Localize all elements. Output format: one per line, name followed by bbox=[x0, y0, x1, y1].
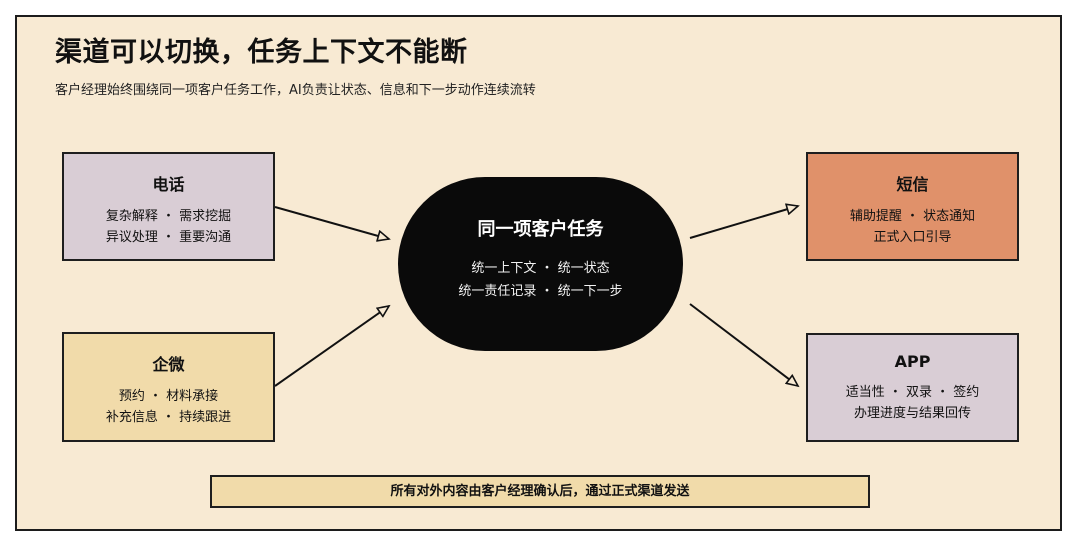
channel-title-phone: 电话 bbox=[152, 175, 185, 194]
arrow-center-to-app bbox=[689, 303, 798, 386]
channel-line-app-1: 适当性 ・ 双录 ・ 签约 bbox=[845, 385, 980, 400]
channel-line-sms-2: 正式入口引导 bbox=[873, 230, 952, 245]
page-subtitle: 客户经理始终围绕同一项客户任务工作，AI负责让状态、信息和下一步动作连续流转 bbox=[55, 83, 536, 98]
channel-line-phone-1: 复杂解释 ・ 需求挖掘 bbox=[105, 209, 232, 224]
channel-title-wecom: 企微 bbox=[152, 355, 185, 374]
page-title: 渠道可以切换，任务上下文不能断 bbox=[55, 37, 468, 68]
channel-line-wecom-2: 补充信息 ・ 持续跟进 bbox=[105, 410, 232, 425]
arrow-center-to-sms bbox=[689, 206, 798, 239]
channel-box-app: APP 适当性 ・ 双录 ・ 签约 办理进度与结果回传 bbox=[806, 333, 1019, 442]
footer-note: 所有对外内容由客户经理确认后，通过正式渠道发送 bbox=[210, 475, 870, 508]
channel-line-wecom-1: 预约 ・ 材料承接 bbox=[118, 389, 219, 404]
arrow-wecom-to-center bbox=[274, 306, 389, 387]
channel-title-sms: 短信 bbox=[896, 175, 929, 194]
center-title: 同一项客户任务 bbox=[477, 219, 604, 240]
center-task-node: 同一项客户任务 统一上下文 ・ 统一状态 统一责任记录 ・ 统一下一步 bbox=[398, 177, 683, 351]
arrow-phone-to-center bbox=[274, 206, 389, 239]
channel-line-app-2: 办理进度与结果回传 bbox=[853, 406, 971, 421]
channel-box-sms: 短信 辅助提醒 ・ 状态通知 正式入口引导 bbox=[806, 152, 1019, 261]
channel-line-sms-1: 辅助提醒 ・ 状态通知 bbox=[849, 209, 976, 224]
center-line-1: 统一上下文 ・ 统一状态 bbox=[471, 261, 610, 276]
channel-box-phone: 电话 复杂解释 ・ 需求挖掘 异议处理 ・ 重要沟通 bbox=[62, 152, 275, 261]
center-line-2: 统一责任记录 ・ 统一下一步 bbox=[458, 284, 623, 299]
channel-box-wecom: 企微 预约 ・ 材料承接 补充信息 ・ 持续跟进 bbox=[62, 332, 275, 442]
channel-title-app: APP bbox=[894, 352, 931, 371]
channel-line-phone-2: 异议处理 ・ 重要沟通 bbox=[105, 230, 232, 245]
